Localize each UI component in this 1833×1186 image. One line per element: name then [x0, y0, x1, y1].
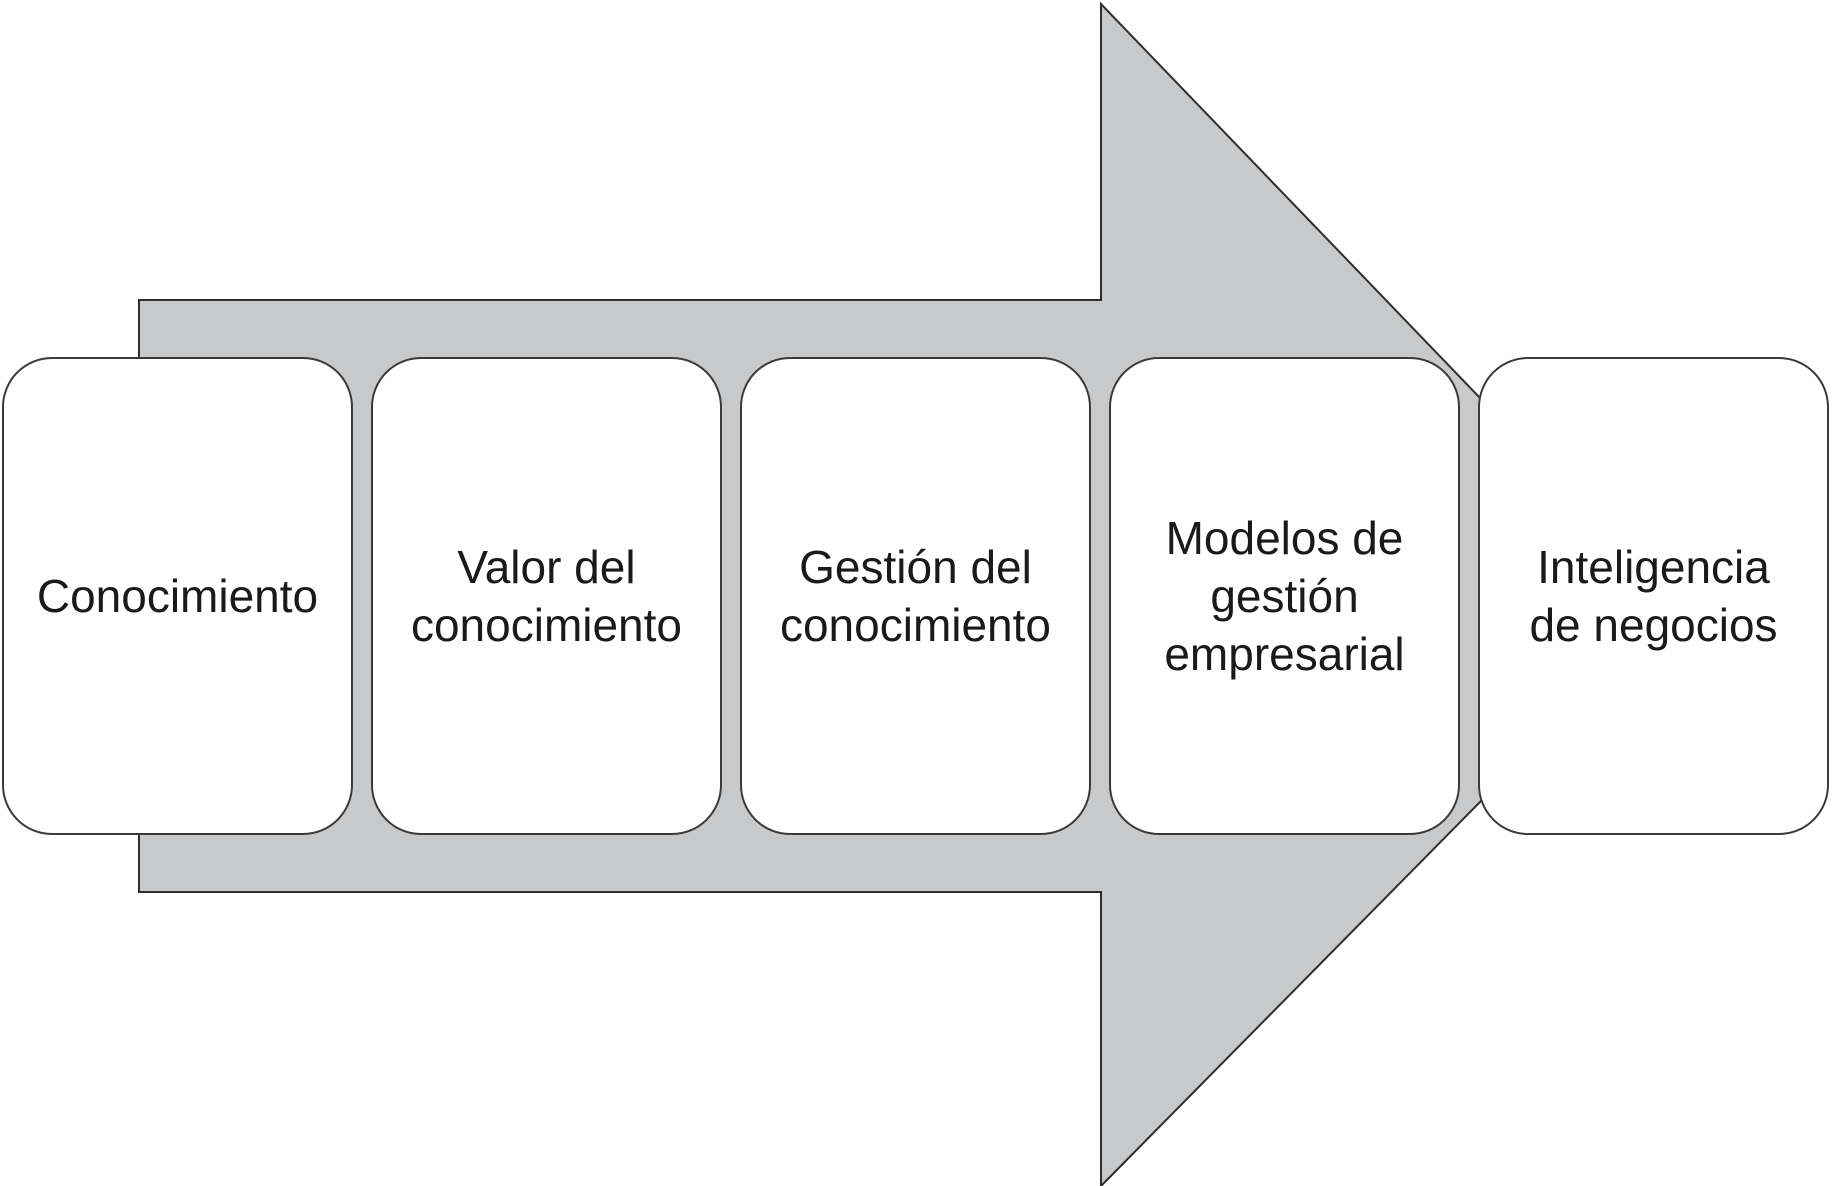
- step-label: Gestión del conocimiento: [779, 541, 1052, 651]
- step-box-valor-del-conocimiento: Valor del conocimiento: [371, 357, 722, 835]
- step-label: Conocimiento: [36, 570, 319, 622]
- step-box-gestion-del-conocimiento: Gestión del conocimiento: [740, 357, 1091, 835]
- step-box-conocimiento: Conocimiento: [2, 357, 353, 835]
- step-label: Inteligencia de negocios: [1529, 541, 1778, 651]
- step-box-modelos-de-gestion-empresarial: Modelos de gestión empresarial: [1109, 357, 1460, 835]
- step-label: Modelos de gestión empresarial: [1164, 512, 1405, 680]
- step-box-inteligencia-de-negocios: Inteligencia de negocios: [1478, 357, 1829, 835]
- step-label: Valor del conocimiento: [410, 541, 683, 651]
